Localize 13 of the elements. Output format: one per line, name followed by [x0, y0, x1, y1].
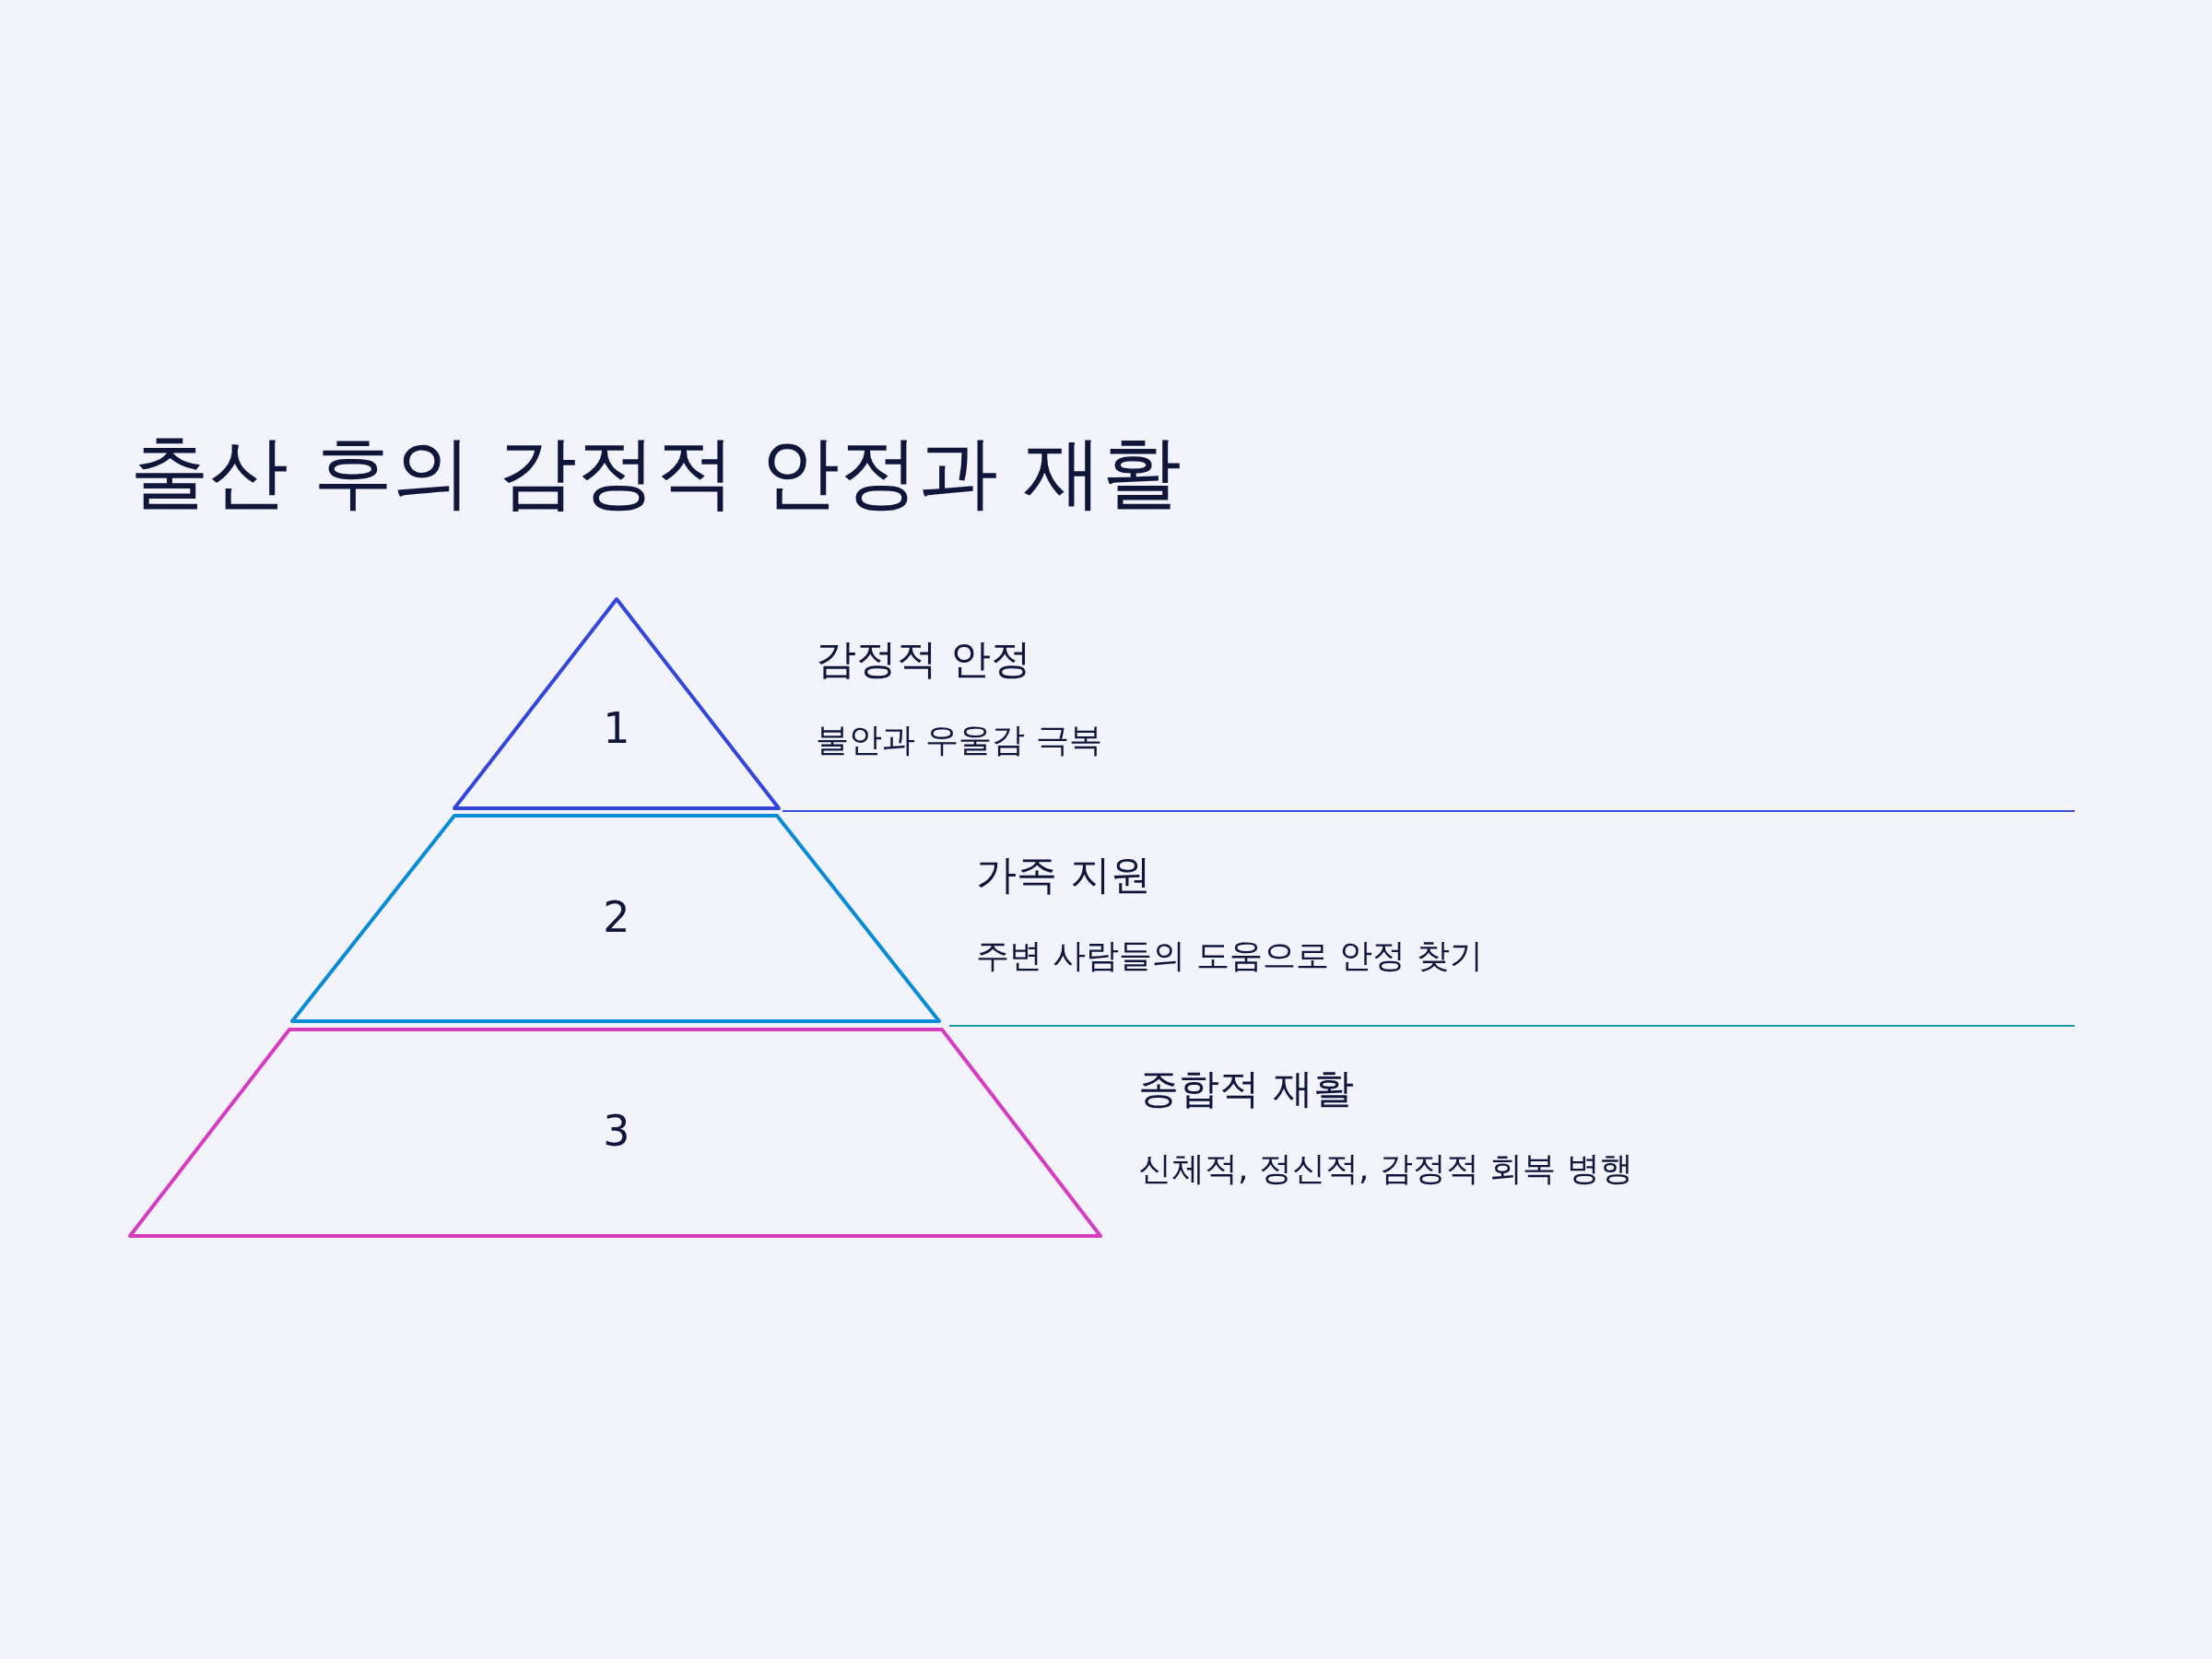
- pyramid-layer: [292, 814, 939, 1023]
- layer-description: 신체적, 정신적, 감정적 회복 병행: [1138, 1147, 1633, 1189]
- layer-number: 1: [603, 703, 630, 753]
- layer-number: 3: [603, 1106, 630, 1156]
- layer-description: 주변 사람들의 도움으로 안정 찾기: [976, 935, 1483, 976]
- layer-number: 2: [603, 892, 630, 942]
- layer-heading: 종합적 재활: [1138, 1063, 1354, 1113]
- layer-description: 불안과 우울감 극복: [816, 719, 1102, 760]
- pyramid-top-triangle: [454, 599, 779, 811]
- page-title: 출산 후의 감정적 안정과 재활: [130, 424, 1182, 520]
- layer-heading: 가족 지원: [976, 849, 1151, 900]
- pyramid-layer: [130, 1028, 1100, 1238]
- layer-heading: 감정적 안정: [816, 633, 1031, 684]
